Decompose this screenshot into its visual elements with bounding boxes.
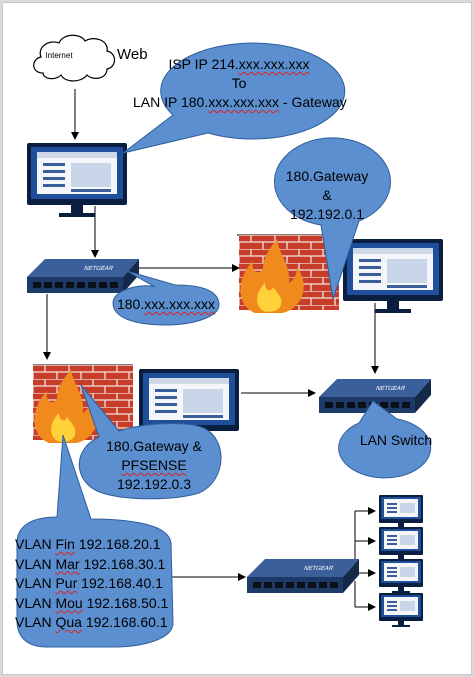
internet-label: Internet	[45, 51, 73, 60]
vlan-pc-1-icon	[379, 495, 423, 529]
vlan-bubble-shape	[16, 434, 174, 648]
pfsense-bubble-shape	[78, 384, 222, 500]
web-label: Web	[117, 46, 148, 63]
firewall1-monitor-icon	[343, 239, 443, 313]
gateway1-bubble-text: 180.Gateway & 192.192.0.1	[285, 168, 369, 222]
vlan-item: VLAN Pur 192.168.40.1	[15, 575, 163, 591]
isp-bubble-shape	[122, 42, 346, 154]
vlan-pc-2-icon	[379, 527, 423, 561]
vlan-item: VLAN Fin 192.168.20.1	[15, 536, 161, 552]
isp-line-1: ISP IP 214.xxx.xxx.xxx	[168, 56, 310, 72]
isp-line-2: To	[231, 75, 247, 91]
gateway1-bubble-shape	[274, 137, 391, 300]
isp-bubble-text: ISP IP 214.xxx.xxx.xxx To LAN IP 180.xxx…	[133, 55, 347, 112]
vlan-pc-4-icon	[379, 593, 423, 627]
lan-bubble-shape	[338, 400, 432, 479]
vlan-item: VLAN Mar 192.168.30.1	[15, 555, 166, 572]
vlan-list: VLAN Fin 192.168.20.1 VLAN Mar 192.168.3…	[15, 535, 175, 633]
router-switch-icon	[27, 259, 139, 293]
isp-line-3: LAN IP 180.xxx.xxx.xxx - Gateway	[133, 94, 347, 110]
gateway-pc-monitor-icon	[27, 143, 127, 217]
router-ip-bubble-shape	[112, 270, 220, 326]
pfsense-bubble-text: 180.Gateway & PFSENSE 192.192.0.3	[106, 438, 202, 492]
lan-bubble-text: LAN Switch	[359, 432, 433, 448]
vlan-item: VLAN Qua 192.168.60.1	[15, 614, 168, 630]
network-diagram: NETGEAR	[16, 34, 443, 648]
internet-cloud-icon	[33, 34, 116, 82]
router-ip-bubble-text: 180.xxx.xxx.xxx	[116, 296, 216, 312]
firewall1-icon	[239, 235, 339, 313]
vlan-pc-3-icon	[379, 559, 423, 593]
vlan-switch-icon	[247, 559, 359, 593]
vlan-item: VLAN Mou 192.168.50.1	[15, 594, 169, 611]
